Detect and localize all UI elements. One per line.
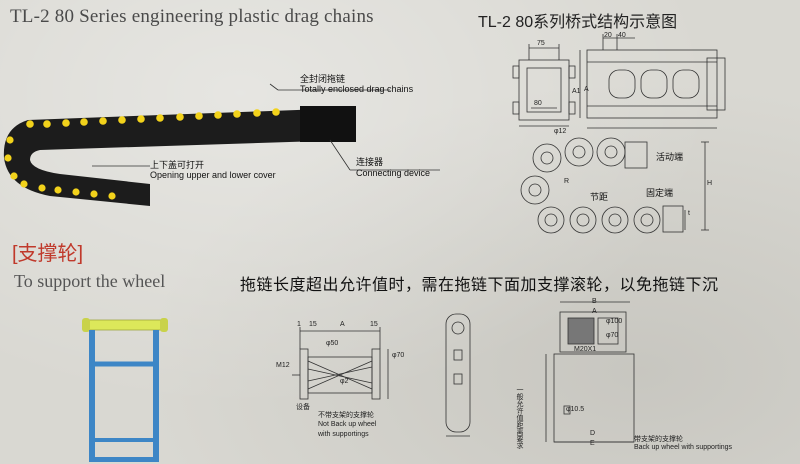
wheel-with-back-en: Back up wheel with supportings xyxy=(634,444,733,451)
support-wheel-illustration xyxy=(82,318,168,462)
wheel-with-support-drawing xyxy=(545,301,635,443)
chain-body xyxy=(3,106,356,206)
chain-dots xyxy=(4,108,280,200)
wheel-section-note: 拖链长度超出允许值时，需在拖链下面加支撑滚轮，以免拖链下沉 xyxy=(240,277,719,294)
wheel-no-support-drawing xyxy=(292,327,389,400)
drag-chain-illustration xyxy=(3,106,356,206)
wheel-dim-d: D xyxy=(590,430,596,437)
label-moving-end: 活动端 xyxy=(656,152,684,162)
wheel-dim-phi70: φ70 xyxy=(392,352,405,359)
dim-40: 40 xyxy=(618,32,626,39)
dim-75: 75 xyxy=(537,40,545,47)
wheel-dim-phi105: φ10.5 xyxy=(566,406,585,413)
wheel-label-set: 设备 xyxy=(296,404,310,411)
wheel-dim-phi70b: φ70 xyxy=(606,332,619,339)
label-enclosed-cn: 全封闭拖链 xyxy=(300,74,346,84)
wheel-section-title-en: To support the wheel xyxy=(14,271,166,291)
wheel-no-back-en1: Not Back up wheel xyxy=(318,421,377,428)
wheel-dim-a2: A xyxy=(592,308,597,315)
wheel-with-back-cn: 带支架的支撑轮 xyxy=(634,436,683,443)
wheel-dim-15b: 15 xyxy=(370,321,378,328)
wheel-dim-phi2: φ2 xyxy=(340,378,349,385)
label-connect-en: Connecting device xyxy=(356,168,431,178)
wheel-bracket-drawing xyxy=(445,313,471,437)
wheel-no-back-cn: 不带支架的支撑轮 xyxy=(318,412,374,419)
wheel-dim-phi100: φ100 xyxy=(606,318,623,325)
label-enclosed-en: Totally enclosed drag chains xyxy=(300,84,414,94)
wheel-dim-phi50: φ50 xyxy=(326,340,339,347)
dim-a1: A1 xyxy=(572,88,581,95)
dim-phi12: φ12 xyxy=(554,128,567,135)
wheel-section-title-cn: [支撑轮] xyxy=(12,243,84,265)
dim-20: 20 xyxy=(604,32,612,39)
wheel-dim-m12: M12 xyxy=(276,362,290,369)
wheel-dim-b: B xyxy=(592,298,597,305)
dim-r: R xyxy=(564,178,570,185)
dim-80: 80 xyxy=(534,100,542,107)
structure-diagram xyxy=(512,34,726,234)
label-pitch: 节距 xyxy=(590,192,609,202)
dim-t: t xyxy=(688,210,690,217)
wheel-dim-e: E xyxy=(590,440,595,447)
label-fixed-end: 固定端 xyxy=(646,188,674,198)
label-opening-cn: 上下盖可打开 xyxy=(150,160,205,170)
label-opening-en: Opening upper and lower cover xyxy=(150,170,276,180)
wheel-dim-a: A xyxy=(340,321,345,328)
label-connect-cn: 连接器 xyxy=(356,157,384,167)
wheel-dim-m20x1: M20X1 xyxy=(574,346,597,353)
chain-leader-lines xyxy=(92,83,440,171)
page-title-en: TL-2 80 Series engineering plastic drag … xyxy=(10,6,374,27)
dim-h: H xyxy=(707,180,713,187)
wheel-dim-1: 1 xyxy=(297,321,301,328)
dim-a: A xyxy=(584,86,589,93)
wheel-dim-15a: 15 xyxy=(309,321,317,328)
wheel-no-back-en2: with supportings xyxy=(318,431,369,438)
wheel-allow-note: 一般允许值距离要求 xyxy=(516,386,523,449)
page-title-cn: TL-2 80系列桥式结构示意图 xyxy=(478,14,678,31)
